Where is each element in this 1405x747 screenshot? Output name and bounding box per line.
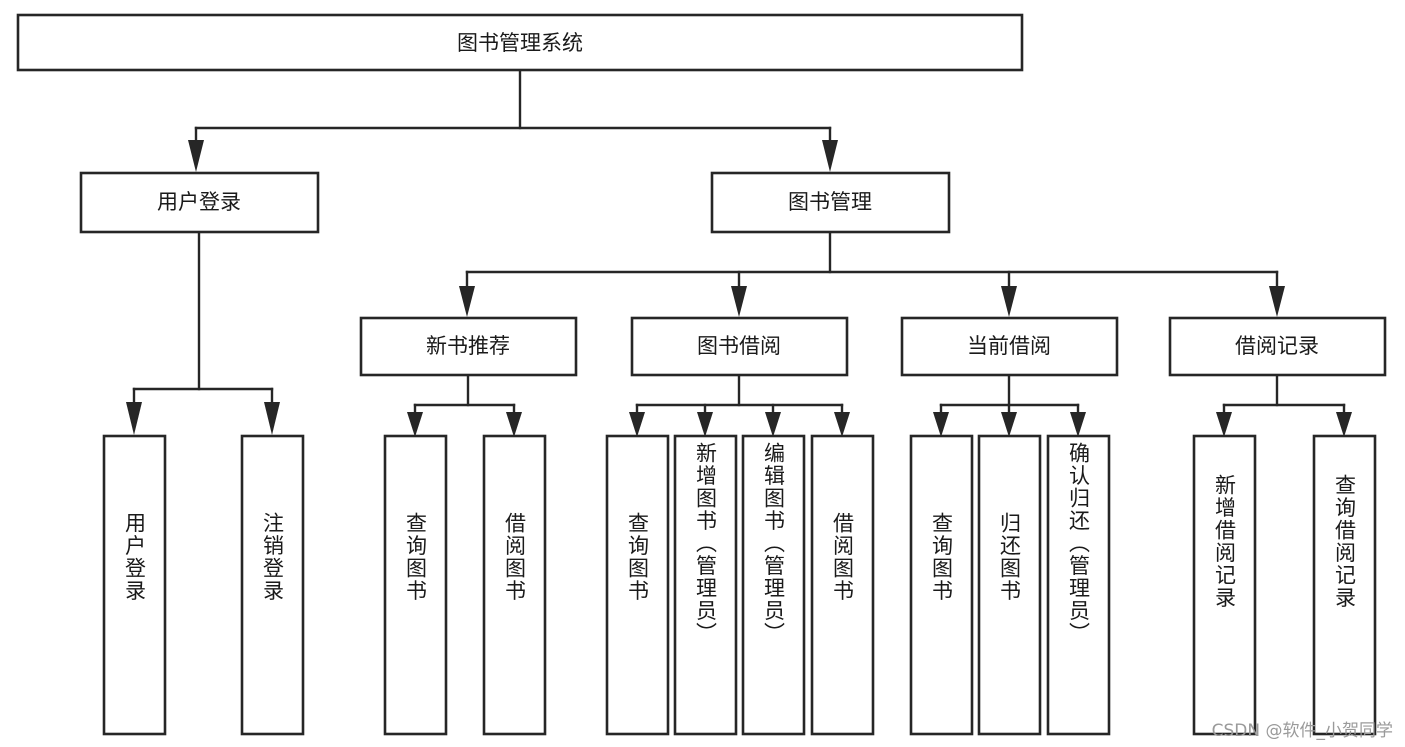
- leaf-edit-book-rect[interactable]: [741, 434, 806, 736]
- node-new-book-recommend-rect[interactable]: [359, 316, 578, 377]
- node-current-borrow-rect[interactable]: [900, 316, 1119, 377]
- node-user-login[interactable]: 用户登录: [79, 171, 320, 234]
- node-borrow-record-label: 借阅记录: [1235, 334, 1319, 358]
- node-current-borrow-label: 当前借阅: [967, 334, 1051, 358]
- node-book-management-label: 图书管理: [788, 190, 872, 214]
- arrow-leaf-add-book: [697, 412, 713, 437]
- arrow-leaf-return-book: [1001, 412, 1017, 437]
- leaf-add-book-rect[interactable]: [673, 434, 738, 736]
- arrow-leaf-user-login: [126, 402, 142, 435]
- node-user-login-label: 用户登录: [157, 190, 241, 214]
- arrow-user-login: [188, 140, 204, 172]
- arrow-leaf-query-record: [1336, 412, 1352, 437]
- arrow-book-borrow: [731, 286, 747, 317]
- arrow-leaf-borrow-book-2: [834, 412, 850, 437]
- arrow-current-borrow: [1001, 286, 1017, 317]
- node-borrow-record[interactable]: 借阅记录: [1168, 316, 1387, 377]
- leaf-borrow-book-2-rect[interactable]: [810, 434, 875, 736]
- node-root-rect[interactable]: [16, 13, 1024, 72]
- leaf-query-record-rect[interactable]: [1312, 434, 1377, 736]
- leaf-confirm-return-rect[interactable]: [1046, 434, 1111, 736]
- node-user-login-rect[interactable]: [79, 171, 320, 234]
- arrow-borrow-record: [1269, 286, 1285, 317]
- arrow-leaf-add-record: [1216, 412, 1232, 437]
- node-book-borrow[interactable]: 图书借阅: [630, 316, 849, 377]
- arrow-leaf-borrow-book-1: [506, 412, 522, 437]
- leaf-borrow-book-1-rect[interactable]: [482, 434, 547, 736]
- leaf-user-login-rect[interactable]: [102, 434, 167, 736]
- node-book-management[interactable]: 图书管理: [710, 171, 951, 234]
- node-root-label: 图书管理系统: [457, 31, 583, 55]
- node-book-management-rect[interactable]: [710, 171, 951, 234]
- arrow-new-book-recommend: [459, 286, 475, 317]
- node-book-borrow-label: 图书借阅: [697, 334, 781, 358]
- csdn-watermark: CSDN @软件_小贺同学: [1211, 721, 1393, 741]
- leaf-user-logout-rect[interactable]: [240, 434, 305, 736]
- arrow-leaf-user-logout: [264, 402, 280, 435]
- arrow-leaf-query-book-1: [407, 412, 423, 437]
- leaf-query-book-3-rect[interactable]: [909, 434, 974, 736]
- connector-layer: [126, 68, 1352, 437]
- arrow-leaf-edit-book: [765, 412, 781, 437]
- node-root[interactable]: 图书管理系统: [16, 13, 1024, 72]
- leaf-query-book-1-rect[interactable]: [383, 434, 448, 736]
- leaf-return-book-rect[interactable]: [977, 434, 1042, 736]
- leaf-rect-layer: [102, 434, 1377, 736]
- leaf-add-record-rect[interactable]: [1192, 434, 1257, 736]
- leaf-query-book-2-rect[interactable]: [605, 434, 670, 736]
- arrow-book-management: [822, 140, 838, 172]
- node-borrow-record-rect[interactable]: [1168, 316, 1387, 377]
- arrow-leaf-confirm-return: [1070, 412, 1086, 437]
- arrow-leaf-query-book-2: [629, 412, 645, 437]
- node-new-book-recommend-label: 新书推荐: [426, 334, 510, 358]
- node-new-book-recommend[interactable]: 新书推荐: [359, 316, 578, 377]
- node-current-borrow[interactable]: 当前借阅: [900, 316, 1119, 377]
- arrow-leaf-query-book-3: [933, 412, 949, 437]
- node-book-borrow-rect[interactable]: [630, 316, 849, 377]
